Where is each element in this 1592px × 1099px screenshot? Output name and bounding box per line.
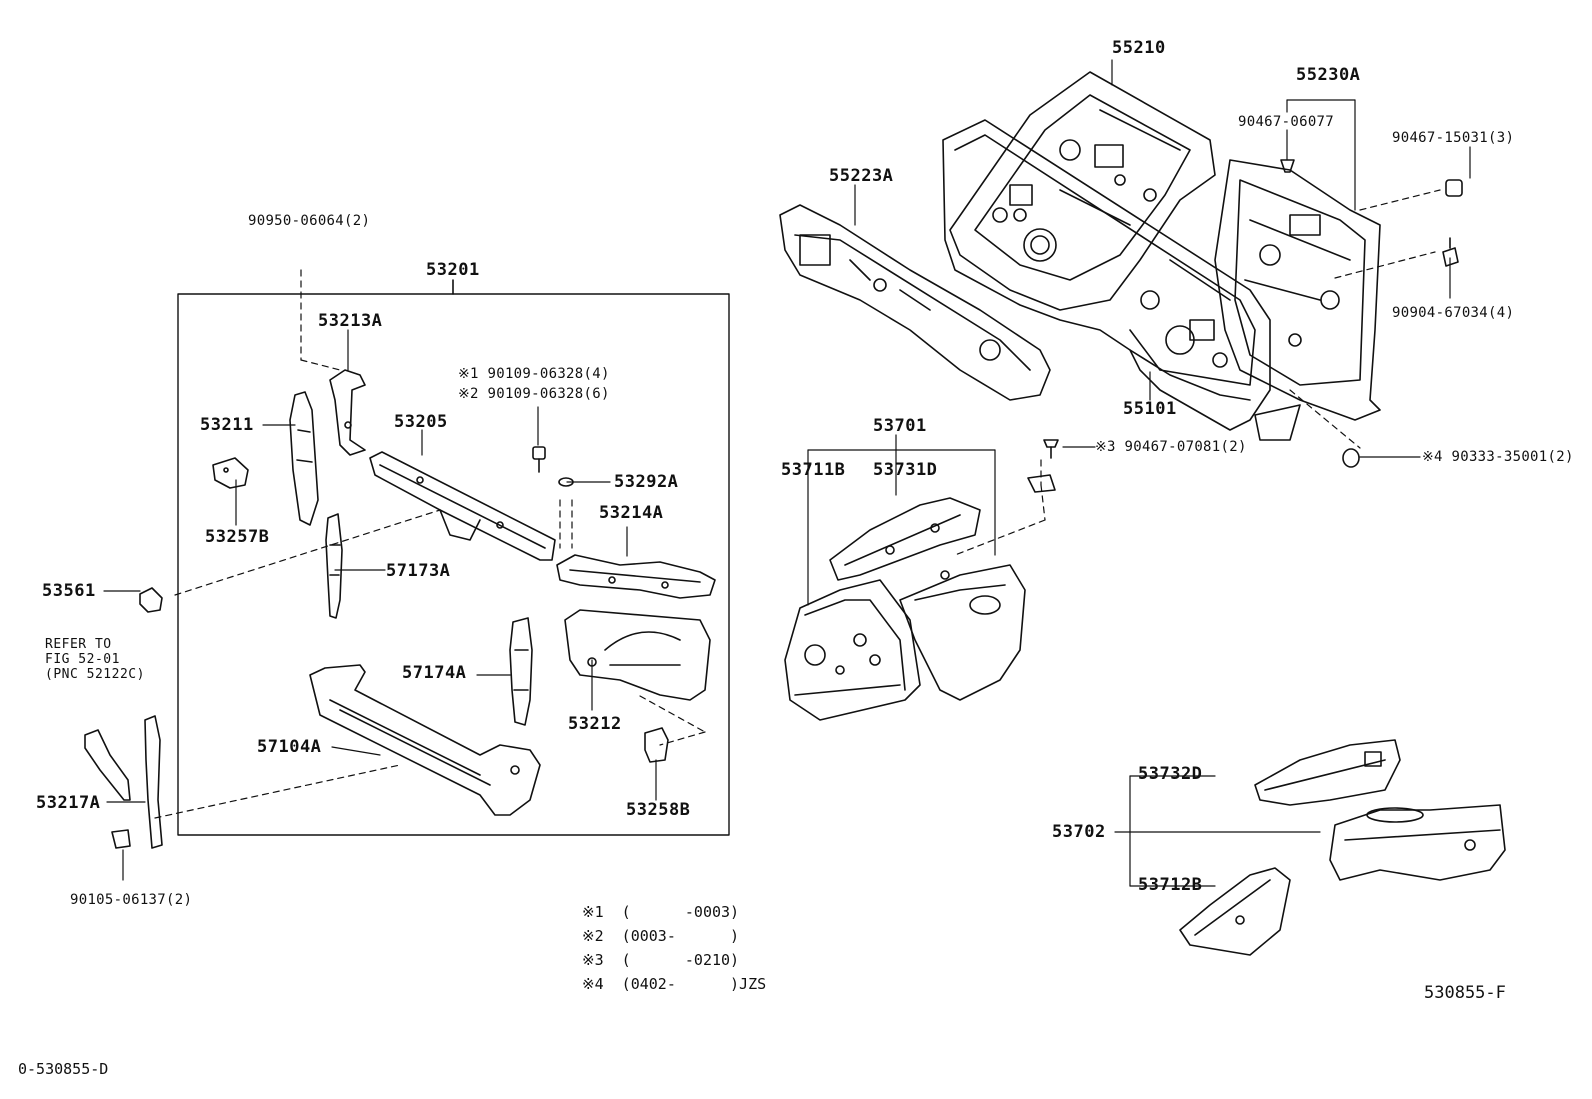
part-53213A — [329, 369, 366, 456]
part-53711B — [784, 579, 921, 721]
label-53712B: 53712B — [1138, 875, 1203, 895]
part-57104A — [309, 664, 541, 816]
part-55230A — [1214, 159, 1381, 421]
note-2: ※2 (0003- ) — [582, 927, 740, 945]
label-55230A: 55230A — [1296, 65, 1361, 85]
label-53731D: 53731D — [873, 460, 938, 480]
figure-code: 530855-F — [1424, 983, 1506, 1003]
label-53205: 53205 — [394, 412, 448, 432]
note-4: ※4 (0402- )JZS — [582, 975, 767, 993]
part-53561 — [139, 587, 163, 613]
label-53732D: 53732D — [1138, 764, 1203, 784]
leader-lines — [103, 59, 1471, 887]
label-55210: 55210 — [1112, 38, 1166, 58]
part-53217A — [84, 715, 163, 849]
label-55223A: 55223A — [829, 166, 894, 186]
label-90467-15031: 90467-15031(3) — [1392, 130, 1515, 146]
label-90950-06064: 90950-06064(2) — [248, 213, 371, 229]
label-note1-90109: ※1 90109-06328(4) — [458, 366, 610, 382]
part-53712B — [1179, 867, 1291, 956]
label-53561: 53561 — [42, 581, 96, 601]
note-3: ※3 ( -0210) — [582, 951, 740, 969]
label-90904-67034: 90904-67034(4) — [1392, 305, 1515, 321]
label-note2-90109: ※2 90109-06328(6) — [458, 386, 610, 402]
page-code: 0-530855-D — [18, 1060, 109, 1078]
label-90333-35001: ※4 90333-35001(2) — [1422, 449, 1574, 465]
label-refer-line1: REFER TO — [45, 637, 112, 652]
part-53258B — [644, 727, 669, 763]
label-90467-06077: 90467-06077 — [1238, 114, 1335, 130]
part-53731D — [829, 497, 981, 581]
label-53711B: 53711B — [781, 460, 846, 480]
fasteners-top-right — [1027, 159, 1463, 493]
label-57104A: 57104A — [257, 737, 322, 757]
part-53205 — [369, 451, 556, 561]
label-90467-07081: ※3 90467-07081(2) — [1095, 439, 1247, 455]
part-57174A — [509, 617, 533, 726]
label-53702: 53702 — [1052, 822, 1106, 842]
label-57174A: 57174A — [402, 663, 467, 683]
label-53701: 53701 — [873, 416, 927, 436]
note-1: ※1 ( -0003) — [582, 903, 740, 921]
part-53212 — [564, 609, 711, 701]
label-53214A: 53214A — [599, 503, 664, 523]
fastener-90109 — [532, 446, 574, 487]
label-53257B: 53257B — [205, 527, 270, 547]
part-55223A — [779, 204, 1051, 401]
label-53217A: 53217A — [36, 793, 101, 813]
label-refer-line2: FIG 52-01 — [45, 652, 120, 667]
label-53213A: 53213A — [318, 311, 383, 331]
label-refer-line3: (PNC 52122C) — [45, 667, 145, 682]
part-55210 — [949, 71, 1216, 311]
part-53211 — [289, 391, 319, 526]
dashed-guides — [154, 189, 1441, 819]
label-55101: 55101 — [1123, 399, 1177, 419]
part-53214A — [556, 554, 716, 599]
part-57173A — [325, 513, 343, 619]
label-53201: 53201 — [426, 260, 480, 280]
part-53257B — [212, 457, 249, 489]
label-53211: 53211 — [200, 415, 254, 435]
label-53258B: 53258B — [626, 800, 691, 820]
part-53701 — [899, 564, 1026, 701]
part-53732D — [1254, 739, 1401, 806]
part-55101 — [942, 119, 1301, 441]
label-90105-06137: 90105-06137(2) — [70, 892, 193, 908]
label-53212: 53212 — [568, 714, 622, 734]
label-53292A: 53292A — [614, 472, 679, 492]
part-53702 — [1329, 804, 1506, 881]
label-57173A: 57173A — [386, 561, 451, 581]
